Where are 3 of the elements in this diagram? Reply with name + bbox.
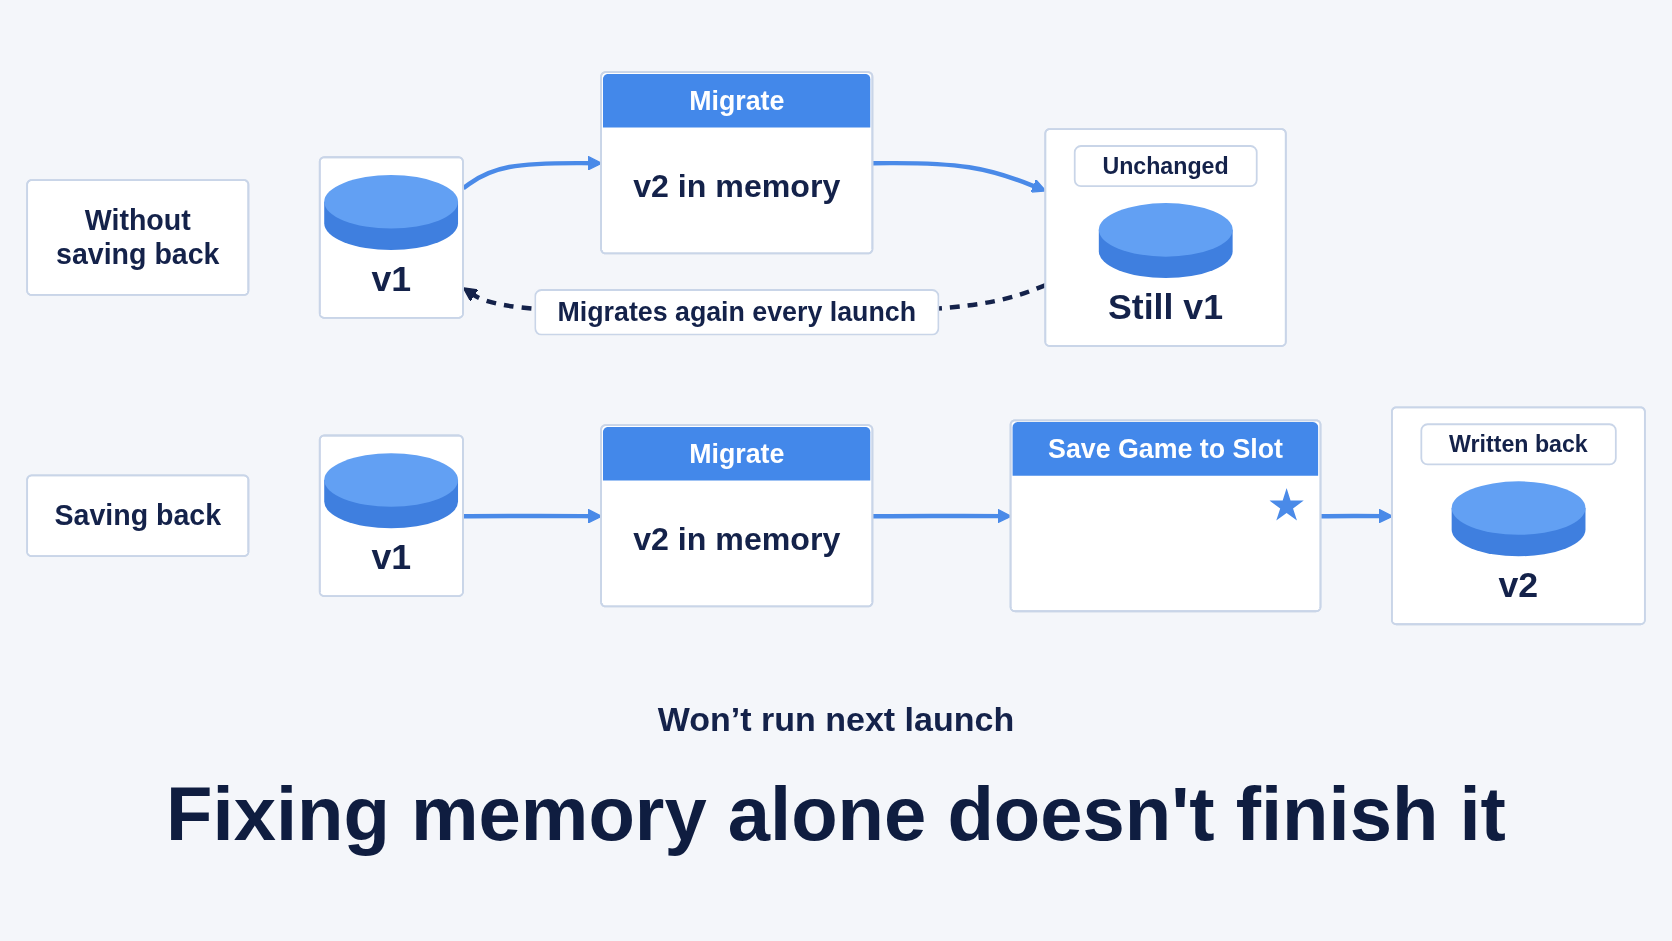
diagram-title: Fixing memory alone doesn't finish it — [166, 771, 1506, 856]
edge-label: Migrates again every launch — [557, 296, 916, 327]
note-text: Won’t run next launch — [657, 700, 1015, 739]
